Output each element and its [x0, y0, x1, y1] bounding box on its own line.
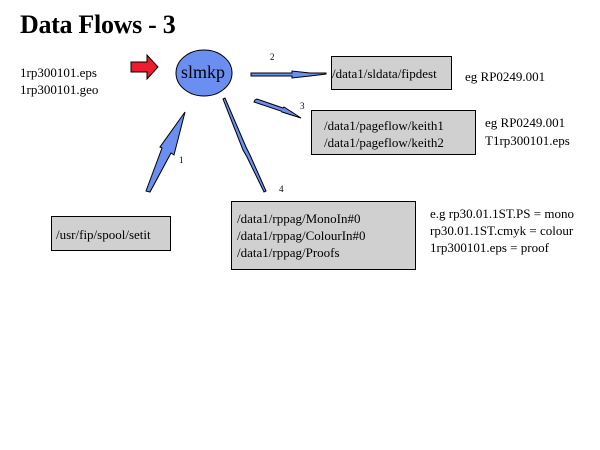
flow-4-path-2: /data1/rppag/ColourIn#0	[237, 228, 366, 243]
flow-1-path: /usr/fip/spool/setit	[56, 227, 151, 242]
flow-2-path: /data1/sldata/fipdest	[332, 66, 437, 81]
flow-4-arrow-icon	[222, 97, 267, 193]
flow-3-note-2: T1rp300101.eps	[485, 133, 570, 148]
flow-2-note: eg RP0249.001	[465, 69, 546, 84]
flow-2-box: /data1/sldata/fipdest	[331, 56, 452, 90]
input-file-geo: 1rp300101.geo	[20, 82, 99, 97]
flow-2-arrow-icon	[250, 70, 327, 79]
flow-3-arrow-icon	[253, 98, 302, 119]
flow-1-number: 1	[179, 155, 184, 165]
flow-4-note-1: e.g rp30.01.1ST.PS = mono	[430, 206, 574, 221]
flow-4-note-2: rp30.01.1ST.cmyk = colour	[430, 223, 574, 238]
flow-2-number: 2	[270, 52, 275, 62]
flow-3-box: /data1/pageflow/keith1 /data1/pageflow/k…	[311, 110, 476, 155]
flow-4-path-1: /data1/rppag/MonoIn#0	[237, 211, 361, 226]
flow-3-note-1: eg RP0249.001	[485, 115, 566, 130]
flow-3-path-2: /data1/pageflow/keith2	[324, 135, 444, 150]
input-file-eps: 1rp300101.eps	[20, 65, 97, 80]
flow-3-number: 3	[300, 101, 305, 111]
slmkp-node	[175, 49, 233, 97]
flow-1-box: /usr/fip/spool/setit	[51, 216, 171, 251]
flow-4-note-3: 1rp300101.eps = proof	[430, 240, 549, 255]
flow-4-number: 4	[279, 184, 284, 194]
flow-4-path-3: /data1/rppag/Proofs	[237, 245, 340, 260]
page-title: Data Flows - 3	[20, 10, 176, 39]
slmkp-node-label: slmkp	[181, 62, 226, 82]
flow-4-box: /data1/rppag/MonoIn#0 /data1/rppag/Colou…	[231, 201, 416, 270]
input-arrow-icon	[130, 53, 159, 81]
flow-1-arrow-icon	[145, 111, 186, 193]
flow-3-path-1: /data1/pageflow/keith1	[324, 118, 444, 133]
